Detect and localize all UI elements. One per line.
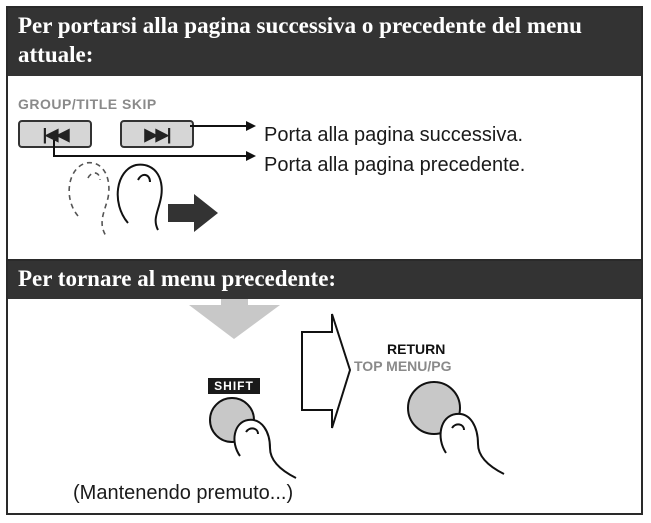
- down-arrow-icon: [189, 292, 280, 339]
- section-divider: [8, 259, 641, 261]
- skip-next-icon: ▶▶|: [144, 125, 172, 144]
- return-label: RETURN: [387, 341, 446, 357]
- skip-previous-icon: |◀◀: [42, 125, 70, 144]
- instruction-panel: Per portarsi alla pagina successiva o pr…: [6, 6, 643, 515]
- section-heading-return-menu: Per tornare al menu precedente:: [8, 261, 641, 299]
- finger-press-return-icon: [439, 412, 505, 475]
- group-title-skip-label: GROUP/TITLE SKIP: [18, 96, 157, 112]
- top-menu-pg-label: TOP MENU/PG: [354, 358, 452, 374]
- skip-next-button[interactable]: ▶▶|: [120, 120, 194, 148]
- finger-press-shift-icon: [233, 418, 297, 479]
- previous-page-description: Porta alla pagina precedente.: [264, 154, 526, 176]
- shift-label-badge: SHIFT: [208, 378, 260, 394]
- section-heading-page-skip: Per portarsi alla pagina successiva o pr…: [8, 8, 641, 76]
- finger-icon: [116, 163, 163, 231]
- next-pointer-arrow-icon: [190, 121, 256, 131]
- finger-ghost-icon: [68, 162, 110, 237]
- then-arrow-icon: [301, 313, 352, 429]
- prev-pointer-arrow-icon: [53, 140, 256, 161]
- next-page-description: Porta alla pagina successiva.: [264, 124, 524, 146]
- illustration-layer: [53, 121, 505, 479]
- swipe-right-arrow-icon: [168, 194, 218, 232]
- hold-note: (Mantenendo premuto...): [73, 482, 294, 504]
